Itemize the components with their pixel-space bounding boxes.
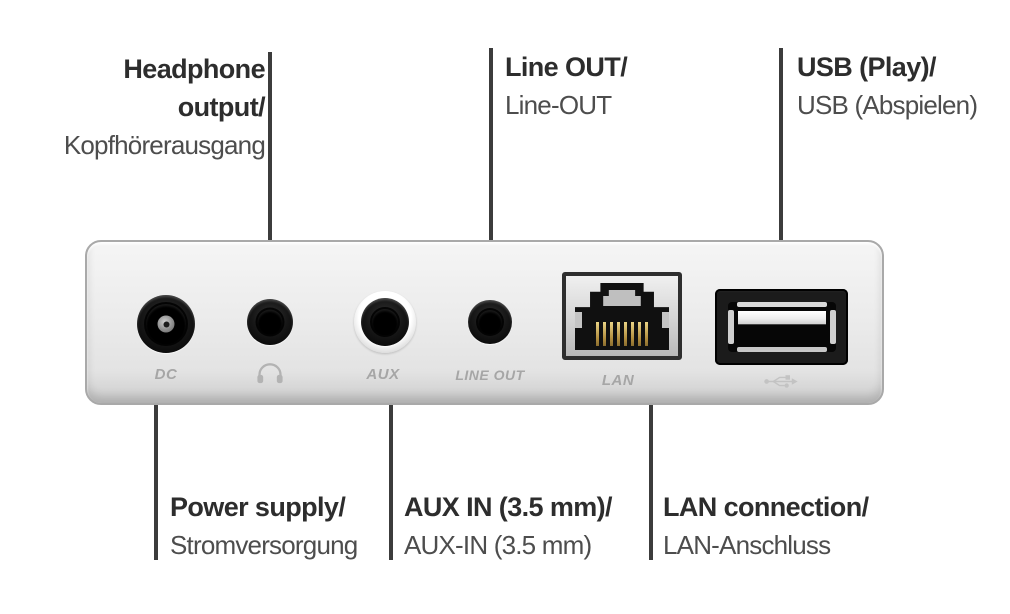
callout-usb-translation: USB (Abspielen)	[797, 90, 978, 120]
usb-trident-icon	[763, 373, 799, 395]
callout-lan-connection: LAN connection/ LAN-Anschluss	[663, 488, 869, 564]
callout-headphone-line1: Headphone	[123, 54, 265, 84]
line-out-jack	[468, 300, 512, 344]
callout-power-supply: Power supply/ Stromversorgung	[170, 488, 358, 564]
headphone-icon	[256, 363, 284, 389]
callout-aux-in: AUX IN (3.5 mm)/ AUX-IN (3.5 mm)	[404, 488, 613, 564]
leader-line-usb	[779, 48, 783, 289]
callout-aux-translation: AUX-IN (3.5 mm)	[404, 530, 592, 560]
callout-headphone-output: Headphone output/ Kopfhörerausgang	[63, 50, 266, 164]
lan-rj45-gold-pins	[596, 322, 648, 346]
leader-line-aux	[389, 389, 393, 560]
silkscreen-lan: LAN	[601, 372, 635, 389]
aux-jack-hole	[372, 309, 398, 335]
callout-line-out-label: Line OUT/	[505, 52, 628, 82]
lan-rj45-port	[562, 272, 682, 360]
lan-rj45-side-tab-right	[662, 312, 669, 329]
aux-jack	[361, 298, 409, 346]
silkscreen-dc: DC	[154, 366, 178, 383]
leader-line-power	[154, 386, 158, 560]
callout-headphone-translation: Kopfhörerausgang	[63, 130, 266, 160]
callout-aux-label: AUX IN (3.5 mm)/	[404, 492, 613, 522]
silkscreen-line-out: LINE OUT	[455, 367, 525, 383]
silkscreen-aux: AUX	[366, 366, 400, 383]
callout-usb-label: USB (Play)/	[797, 52, 937, 82]
callout-power-translation: Stromversorgung	[170, 530, 358, 560]
callout-line-out-translation: Line-OUT	[505, 90, 612, 120]
leader-line-line-out	[489, 48, 493, 296]
dc-power-jack-pin	[157, 315, 175, 333]
usb-a-tongue	[737, 311, 826, 324]
lan-rj45-cavity	[575, 283, 669, 350]
usb-a-port	[715, 289, 848, 365]
callout-usb-play: USB (Play)/ USB (Abspielen)	[797, 48, 978, 124]
lan-rj45-side-tab-left	[575, 312, 582, 329]
leader-line-lan	[649, 392, 653, 560]
lan-rj45-clip-tab	[603, 289, 641, 307]
callout-line-out: Line OUT/ Line-OUT	[505, 48, 628, 124]
callout-lan-translation: LAN-Anschluss	[663, 530, 831, 560]
line-out-jack-hole	[478, 310, 502, 334]
usb-a-receptacle	[727, 302, 836, 352]
aux-jack-bezel	[354, 291, 416, 353]
callout-lan-label: LAN connection/	[663, 492, 869, 522]
headphone-jack	[247, 299, 293, 345]
headphone-jack-hole	[257, 309, 283, 335]
dc-power-jack	[137, 295, 195, 353]
callout-headphone-line2: output/	[177, 92, 266, 122]
callout-power-label: Power supply/	[170, 492, 346, 522]
leader-line-headphone	[268, 52, 272, 294]
